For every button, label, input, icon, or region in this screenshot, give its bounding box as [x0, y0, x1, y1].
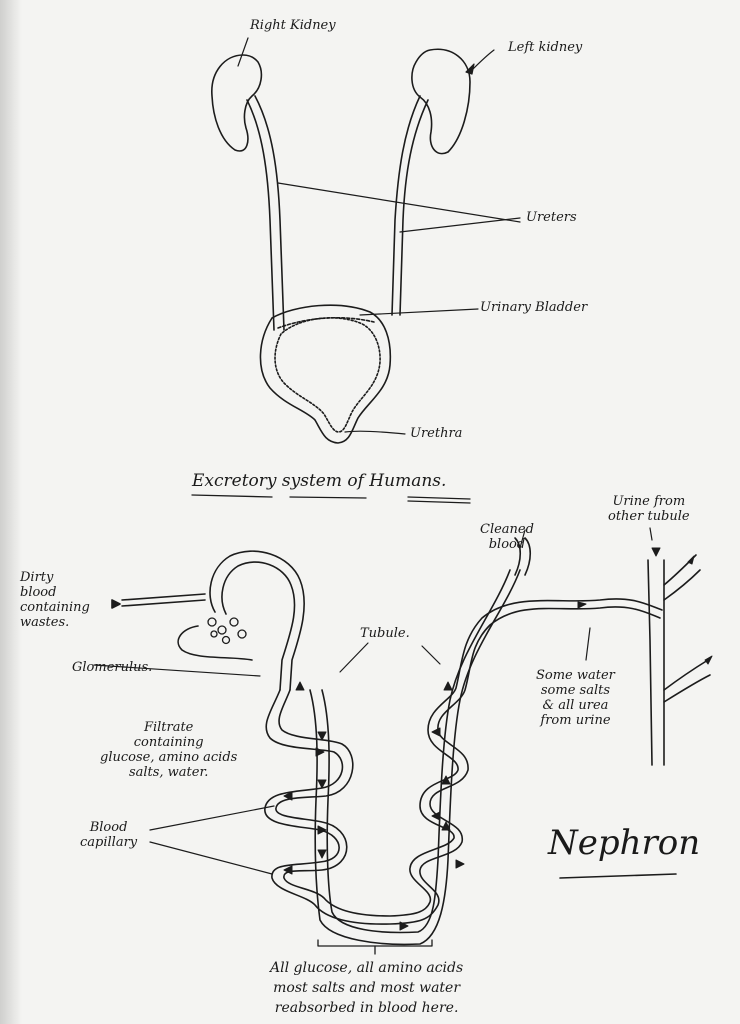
cleaned-blood-label: Cleaned blood	[480, 522, 534, 552]
excretory-leader-lines	[237, 37, 521, 435]
left-ureter	[391, 95, 429, 316]
collecting-duct	[647, 554, 711, 766]
reabsorption-in-blood-label: All glucose, all amino acids most salts …	[270, 960, 464, 1016]
tubule-label: Tubule.	[360, 626, 410, 641]
tubule	[264, 598, 663, 925]
urethra-label: Urethra	[410, 426, 463, 441]
blood-capillary	[309, 537, 532, 946]
right-kidney	[211, 54, 263, 152]
urinary-bladder	[259, 304, 392, 444]
title-underlines	[191, 494, 471, 504]
right-kidney-label: Right Kidney	[250, 18, 336, 33]
bowmans-capsule	[177, 550, 305, 691]
flow-arrows	[283, 547, 713, 931]
nephron-title-underline	[559, 873, 677, 879]
brace	[317, 939, 433, 955]
ureters-label: Ureters	[526, 210, 577, 225]
afferent-arteriole	[111, 593, 206, 609]
nephron-leader-lines	[93, 527, 653, 875]
filtrate-label: Filtrate containing glucose, amino acids…	[100, 720, 238, 780]
urinary-bladder-label: Urinary Bladder	[480, 300, 588, 315]
reabsorption-in-urine-label: Some water some salts & all urea from ur…	[536, 668, 615, 728]
dirty-blood-label: Dirty blood containing wastes.	[20, 570, 90, 630]
urine-from-other-tubules-label: Urine from other tubule	[608, 494, 690, 524]
excretory-title: Excretory system of Humans.	[192, 471, 447, 491]
glomerulus-knot	[207, 617, 247, 645]
blood-capillary-label: Blood capillary	[80, 820, 138, 850]
left-kidney	[411, 48, 471, 155]
right-ureter	[246, 95, 285, 331]
left-kidney-label: Left kidney	[508, 40, 583, 55]
glomerulus-label: Glomerulus.	[72, 660, 153, 675]
nephron-title: Nephron	[548, 823, 701, 863]
